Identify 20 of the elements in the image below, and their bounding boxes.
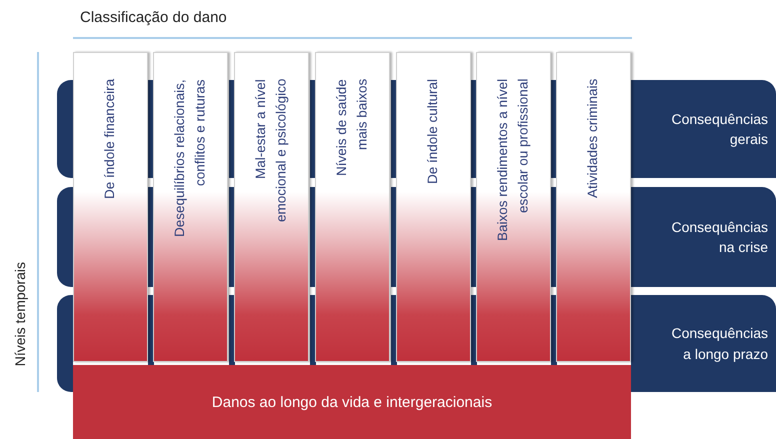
level-label: Consequências na crise xyxy=(670,218,768,257)
category-column xyxy=(315,52,390,362)
category-column xyxy=(476,52,551,362)
category-label: Baixos rendimentos a nível escolar ou profissional xyxy=(494,79,532,244)
summary-label: Danos ao longo da vida e intergeracionais xyxy=(212,394,492,410)
axis-label: Níveis temporais xyxy=(12,262,28,366)
category-column xyxy=(153,52,228,362)
title: Classificação do dano xyxy=(80,9,227,26)
category-column xyxy=(234,52,309,362)
level-band xyxy=(57,295,776,392)
summary-bar xyxy=(73,365,631,439)
category-column xyxy=(556,52,631,362)
category-column xyxy=(396,52,471,362)
level-label: Consequências gerais xyxy=(670,110,768,149)
category-label: Atividades criminais xyxy=(584,79,602,200)
category-column xyxy=(73,52,148,362)
category-label: Desequilíbrios relacionais, conflitos e ruturas xyxy=(171,79,208,239)
category-label: De índole financeira xyxy=(101,79,118,202)
level-label: Consequências a longo prazo xyxy=(670,324,768,364)
category-label: De índole cultural xyxy=(424,79,442,186)
